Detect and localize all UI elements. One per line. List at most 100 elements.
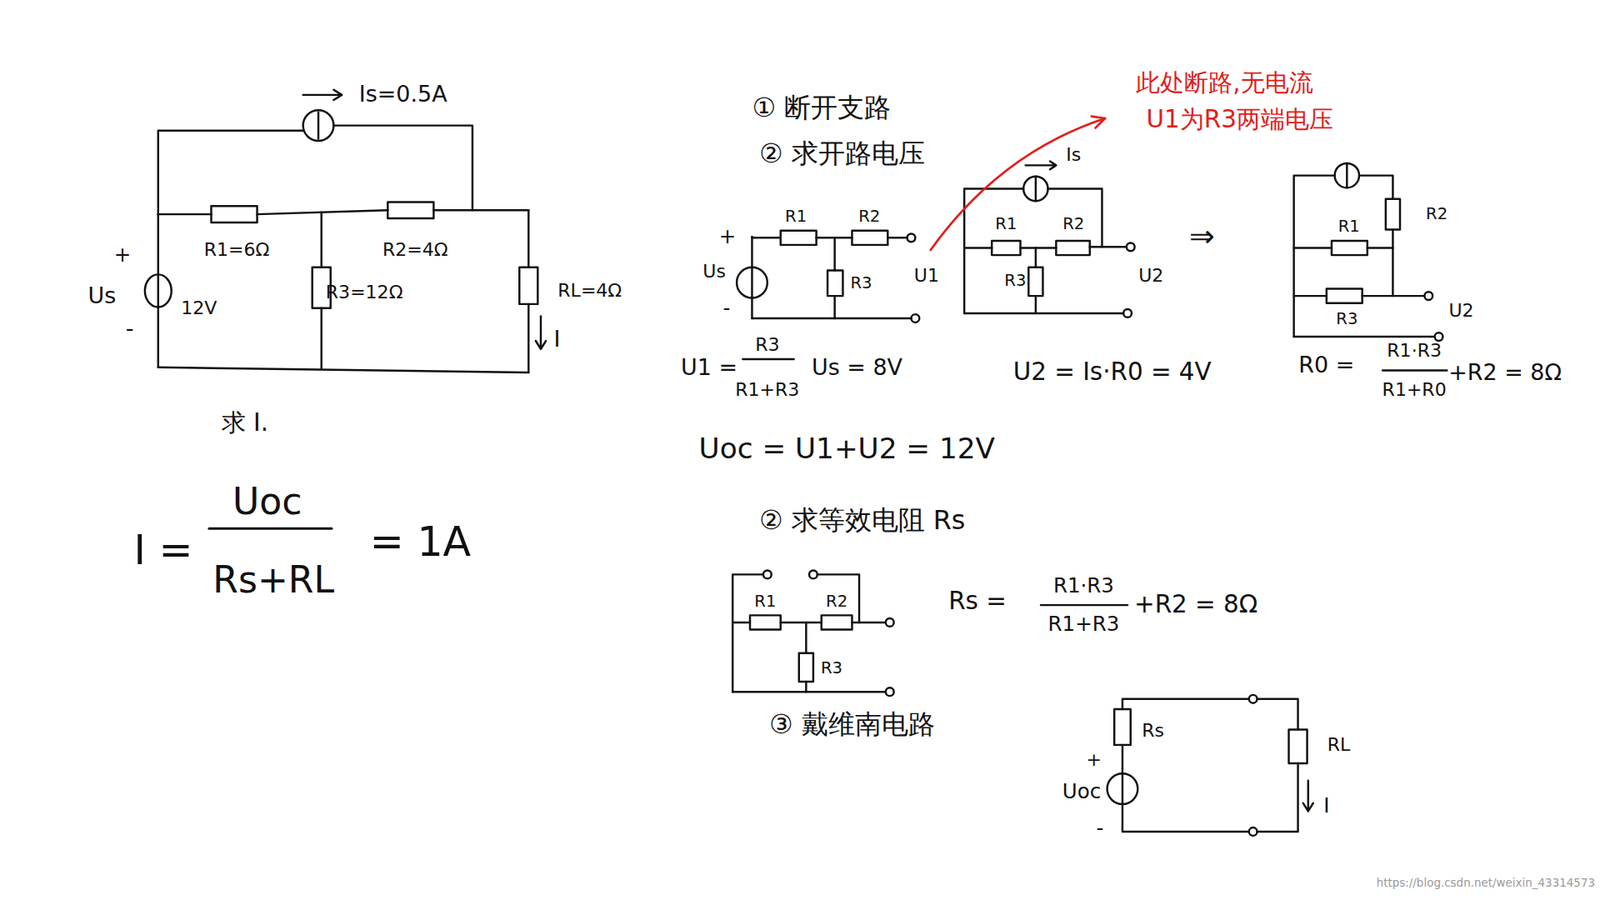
formula-text: = 1A bbox=[370, 519, 471, 566]
fraction-bar bbox=[742, 358, 794, 360]
voltage-source bbox=[1107, 773, 1139, 805]
step-heading: ③ 戴维南电路 bbox=[769, 709, 935, 740]
wire bbox=[1257, 699, 1299, 730]
wire bbox=[732, 690, 886, 693]
wire bbox=[1294, 175, 1335, 337]
circuit-label: R3=12Ω bbox=[325, 282, 404, 304]
wire bbox=[1294, 295, 1327, 297]
circuit-label: RL bbox=[1327, 734, 1351, 755]
resistor-symbol bbox=[1385, 199, 1400, 230]
resistor-symbol bbox=[1326, 289, 1363, 304]
thevenin-circuit bbox=[1107, 695, 1314, 836]
current-source bbox=[1335, 163, 1360, 188]
wire bbox=[158, 367, 529, 373]
formula-text: ⇒ bbox=[1189, 219, 1215, 255]
circuit-label: R1 bbox=[995, 215, 1017, 235]
terminal bbox=[910, 314, 920, 323]
terminal bbox=[1126, 242, 1135, 251]
wire bbox=[780, 621, 822, 624]
wire bbox=[1391, 230, 1394, 297]
circuit-label: - bbox=[125, 315, 135, 342]
current-source bbox=[1023, 176, 1048, 201]
step-heading: ② 求开路电压 bbox=[759, 137, 925, 169]
formula-text: U1 = bbox=[680, 354, 738, 380]
circuit-label: Us bbox=[88, 283, 117, 310]
circuit-label: R1 bbox=[1338, 217, 1360, 237]
wire bbox=[320, 308, 322, 370]
resistor-symbol bbox=[799, 653, 814, 682]
terminal bbox=[809, 570, 818, 579]
annotation-arrow bbox=[930, 118, 1105, 250]
wire bbox=[851, 621, 885, 624]
circuit-label: R3 bbox=[1335, 310, 1358, 330]
wire bbox=[750, 298, 753, 319]
wire bbox=[1048, 189, 1103, 248]
circuit-label: U2 bbox=[1138, 265, 1164, 286]
circuit-label: 12V bbox=[180, 297, 217, 319]
voltage-source bbox=[157, 274, 160, 307]
formula-text: Rs = bbox=[948, 588, 1007, 617]
wire bbox=[1035, 295, 1037, 314]
circuit-label: Rs bbox=[1141, 720, 1165, 741]
circuit-label: R3 bbox=[1004, 270, 1026, 290]
resistor-symbol bbox=[780, 230, 817, 245]
formula-text: Us = 8V bbox=[811, 354, 903, 380]
resistor-symbol bbox=[851, 230, 888, 245]
terminal bbox=[1435, 332, 1444, 341]
wire bbox=[1122, 699, 1250, 710]
voltage-source bbox=[145, 274, 172, 307]
circuit-label: - bbox=[722, 296, 730, 320]
wire bbox=[833, 237, 835, 270]
wire bbox=[1257, 763, 1299, 832]
wire bbox=[1020, 246, 1056, 249]
circuit-label: + bbox=[114, 243, 132, 267]
resistor-symbol bbox=[387, 201, 434, 219]
wire bbox=[157, 307, 160, 368]
terminal bbox=[907, 233, 916, 242]
left-circuit bbox=[145, 90, 546, 530]
wire bbox=[751, 317, 911, 320]
current-source bbox=[1345, 163, 1348, 188]
wire bbox=[751, 236, 780, 239]
wire bbox=[158, 130, 304, 215]
wire bbox=[750, 236, 753, 268]
terminal bbox=[885, 618, 895, 627]
formula-text: Rs+RL bbox=[212, 558, 335, 601]
annotation-note: U1为R3两端电压 bbox=[1146, 106, 1334, 135]
current-arrow bbox=[303, 90, 343, 100]
circuit-rs bbox=[732, 570, 1128, 696]
wire bbox=[1294, 335, 1435, 338]
formula-text: R1+R3 bbox=[1048, 612, 1120, 636]
resistor-symbol bbox=[827, 270, 843, 296]
circuit-label: RL=4Ω bbox=[557, 280, 622, 301]
circuit-r0 bbox=[1294, 163, 1448, 371]
wire bbox=[833, 295, 835, 319]
wire bbox=[1294, 246, 1332, 249]
circuit-label: R2=4Ω bbox=[382, 239, 449, 260]
circuit-label: Is bbox=[1065, 144, 1081, 165]
resistor-symbol bbox=[519, 267, 538, 305]
wire bbox=[964, 246, 992, 249]
wire bbox=[157, 214, 160, 275]
wire bbox=[527, 210, 530, 268]
wire bbox=[1035, 248, 1037, 268]
circuit-label: - bbox=[1096, 816, 1105, 840]
terminal bbox=[1424, 291, 1433, 300]
wire bbox=[805, 681, 807, 692]
circuit-label: + bbox=[1085, 750, 1101, 771]
circuit-label: R2 bbox=[825, 592, 848, 612]
formula-text: Uoc = U1+U2 = 12V bbox=[699, 432, 995, 465]
circuit-label: R2 bbox=[1425, 205, 1448, 225]
formula-text: R3 bbox=[755, 334, 780, 355]
wire bbox=[527, 304, 530, 373]
formula-text: +R2 = 8Ω bbox=[1448, 359, 1562, 385]
resistor-symbol bbox=[1114, 709, 1131, 745]
circuit-label: Is=0.5A bbox=[359, 80, 448, 107]
formula-text: R0 = bbox=[1298, 352, 1355, 379]
formula-text: +R2 = 8Ω bbox=[1134, 590, 1258, 620]
terminal bbox=[885, 687, 895, 696]
circuit-label: R1=6Ω bbox=[204, 239, 270, 260]
wire bbox=[1359, 175, 1393, 200]
wire bbox=[433, 209, 529, 211]
annotation-arrow bbox=[930, 116, 1105, 250]
